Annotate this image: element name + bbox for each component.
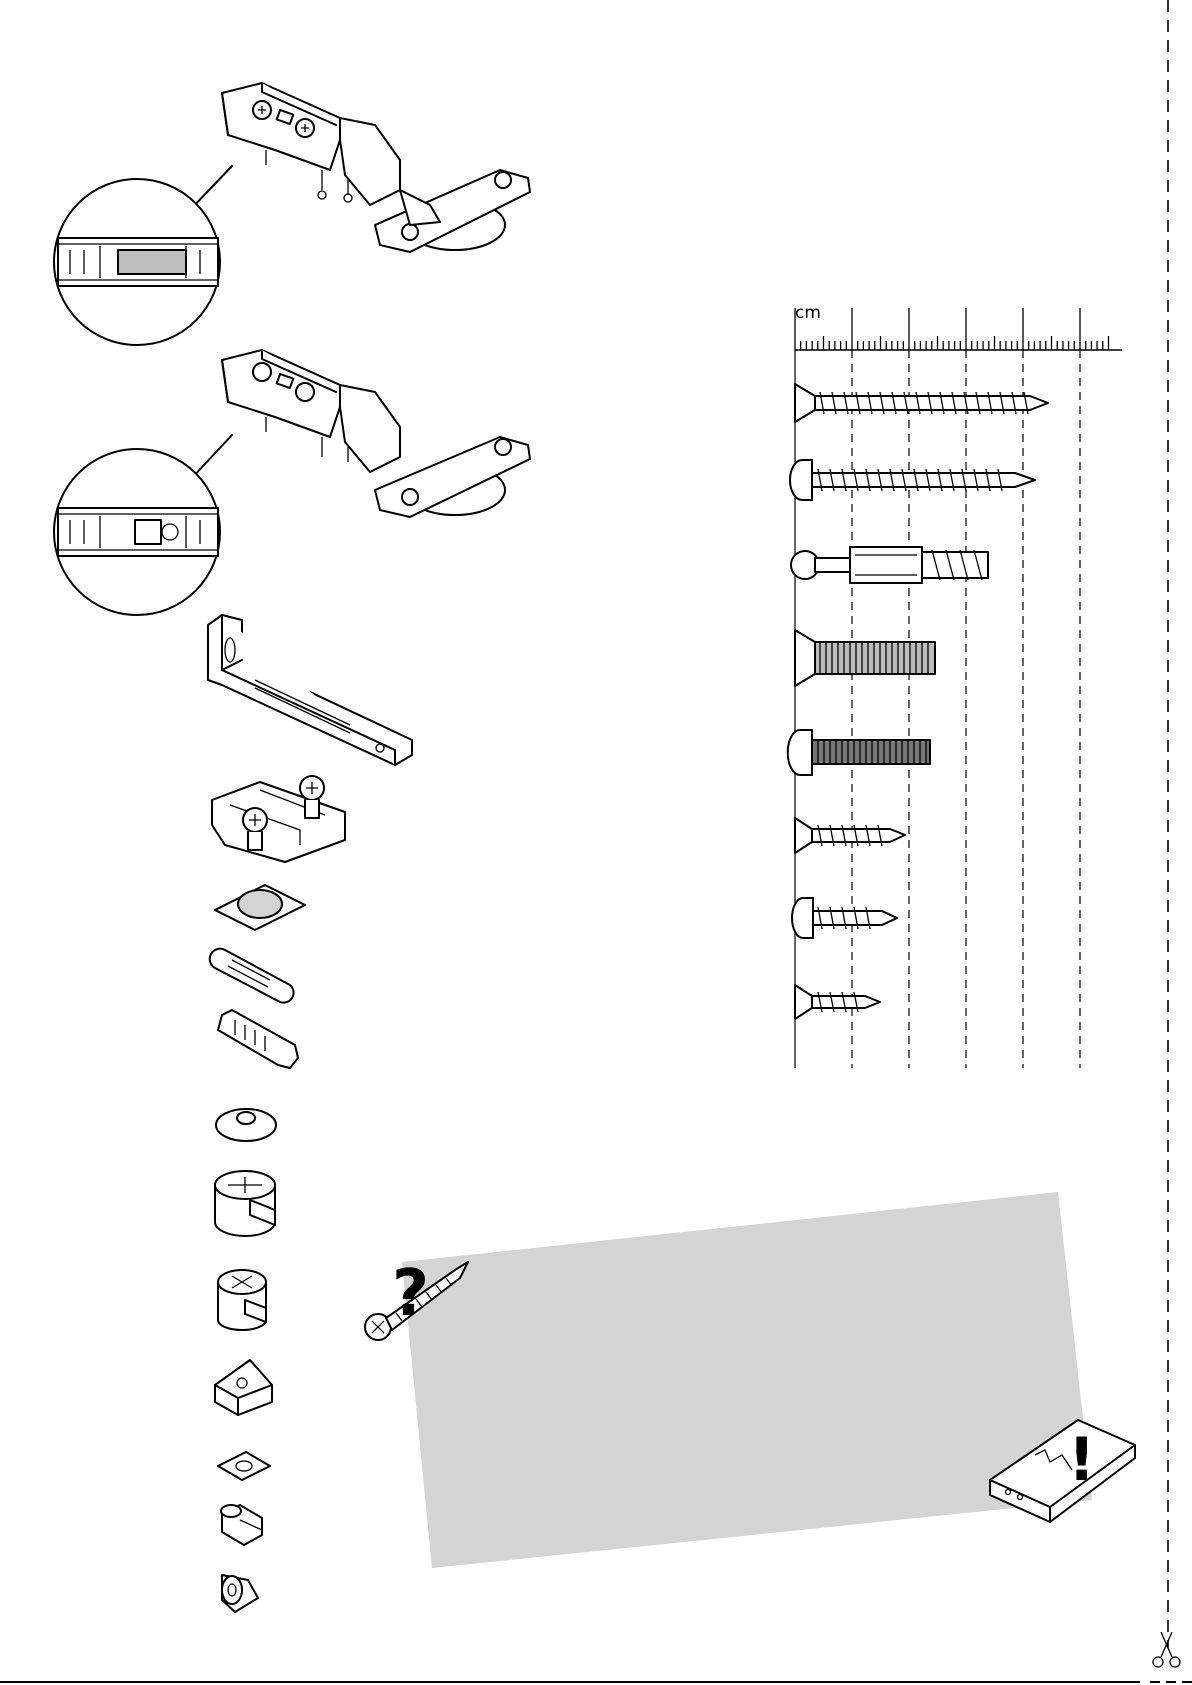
question-mark: ? — [392, 1262, 429, 1326]
pan-head-wood-screw-long — [790, 460, 1035, 500]
countersunk-machine-screw — [795, 630, 935, 686]
pan-head-machine-screw — [788, 730, 930, 775]
pan-head-wood-screw-short — [792, 898, 897, 938]
countersunk-wood-screw-tiny — [795, 985, 880, 1019]
exclamation-mark: ! — [1068, 1430, 1095, 1490]
countersunk-wood-screw-short — [795, 818, 905, 853]
ruler-unit-label: cm — [795, 303, 821, 323]
damaged-board-warning-icon — [990, 1420, 1135, 1522]
cam-bolt — [791, 547, 988, 583]
countersunk-wood-screw-long — [795, 384, 1048, 422]
scissors-icon — [1153, 1632, 1180, 1667]
